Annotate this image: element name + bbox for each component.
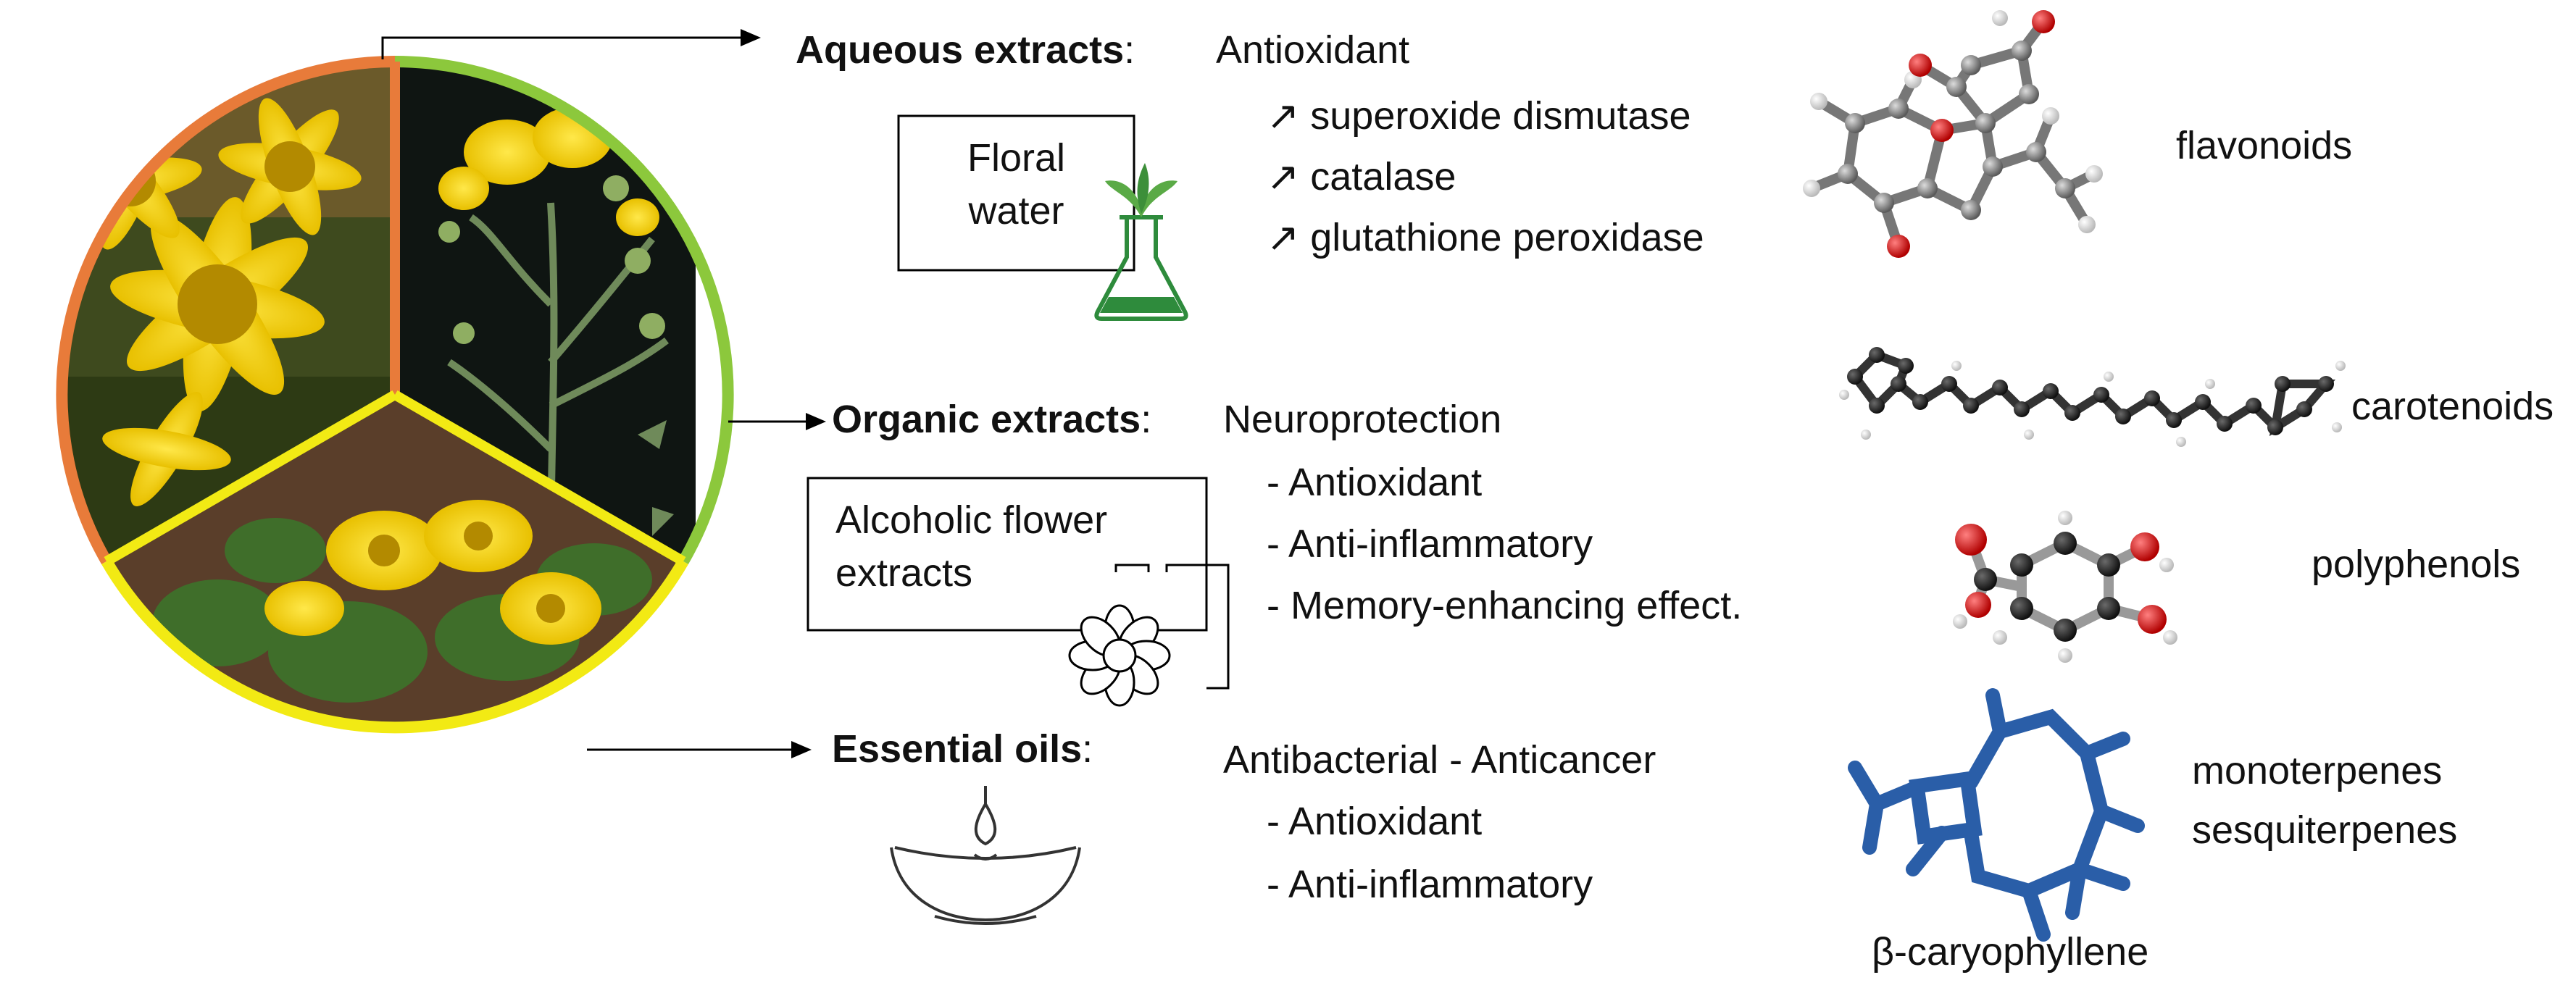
floral-water-label: Floral water — [899, 132, 1134, 238]
aqueous-item-3: ↗ glutathione peroxidase — [1267, 216, 1704, 259]
carotenoid-molecule-icon — [1839, 347, 2346, 447]
aqueous-effect: Antioxidant — [1216, 28, 1410, 72]
green-arc — [394, 56, 734, 564]
essential-effect: Antibacterial - Anticancer — [1223, 738, 1656, 782]
aqueous-item-2: ↗ catalase — [1267, 155, 1456, 198]
organic-heading: Organic extracts: — [832, 397, 1151, 442]
essential-heading: Essential oils: — [832, 727, 1093, 771]
connector-arrows — [381, 36, 812, 751]
organic-colon: : — [1141, 398, 1152, 441]
essential-colon: : — [1082, 727, 1093, 771]
aqueous-heading: Aqueous extracts: — [796, 28, 1135, 72]
divider-orange-yellow — [104, 390, 398, 566]
flower-icon — [1068, 564, 1230, 707]
flask-icon — [1094, 163, 1188, 321]
flower-photo-pie — [56, 56, 734, 734]
compound-carotenoids: carotenoids — [2351, 385, 2554, 428]
molecule-label-caryophyllene: β-caryophyllene — [1872, 930, 2149, 974]
polyphenol-molecule-icon — [1953, 511, 2177, 663]
yellow-arc — [101, 558, 688, 734]
compound-monoterpenes: monoterpenes — [2192, 749, 2443, 792]
floral-water-box — [897, 114, 1135, 272]
aqueous-item-1: ↗ superoxide dismutase — [1267, 94, 1691, 138]
caryophyllene-molecule-icon — [1848, 688, 2145, 942]
organic-title: Organic extracts — [832, 398, 1141, 441]
alcoholic-extract-label: Alcoholic flower extracts — [835, 494, 1107, 600]
floral-water-line2: water — [968, 188, 1064, 233]
aqueous-colon: : — [1124, 28, 1135, 72]
essential-item-2: - Anti-inflammatory — [1267, 863, 1593, 906]
alcoholic-line1: Alcoholic flower — [835, 498, 1108, 542]
oil-bowl-icon — [890, 786, 1081, 925]
compound-sesquiterpenes: sesquiterpenes — [2192, 808, 2458, 852]
essential-title: Essential oils — [832, 727, 1083, 771]
compound-flavonoids: flavonoids — [2176, 124, 2353, 167]
floral-water-line1: Floral — [967, 136, 1066, 180]
alcoholic-line2: extracts — [835, 550, 973, 595]
organic-item-3: - Memory-enhancing effect. — [1267, 584, 1743, 627]
orange-arc — [56, 56, 396, 564]
organic-effect: Neuroprotection — [1223, 398, 1502, 441]
organic-item-1: - Antioxidant — [1267, 461, 1483, 504]
aqueous-title: Aqueous extracts — [796, 28, 1125, 72]
alcoholic-extract-box — [806, 477, 1208, 632]
flavonoid-molecule-icon — [1803, 10, 2103, 258]
arrow-aqueous — [381, 36, 746, 59]
compound-polyphenols: polyphenols — [2312, 543, 2521, 586]
organic-item-2: - Anti-inflammatory — [1267, 522, 1593, 566]
arrowheads — [741, 29, 826, 758]
essential-item-1: - Antioxidant — [1267, 800, 1483, 843]
divider-green-yellow — [392, 390, 686, 566]
